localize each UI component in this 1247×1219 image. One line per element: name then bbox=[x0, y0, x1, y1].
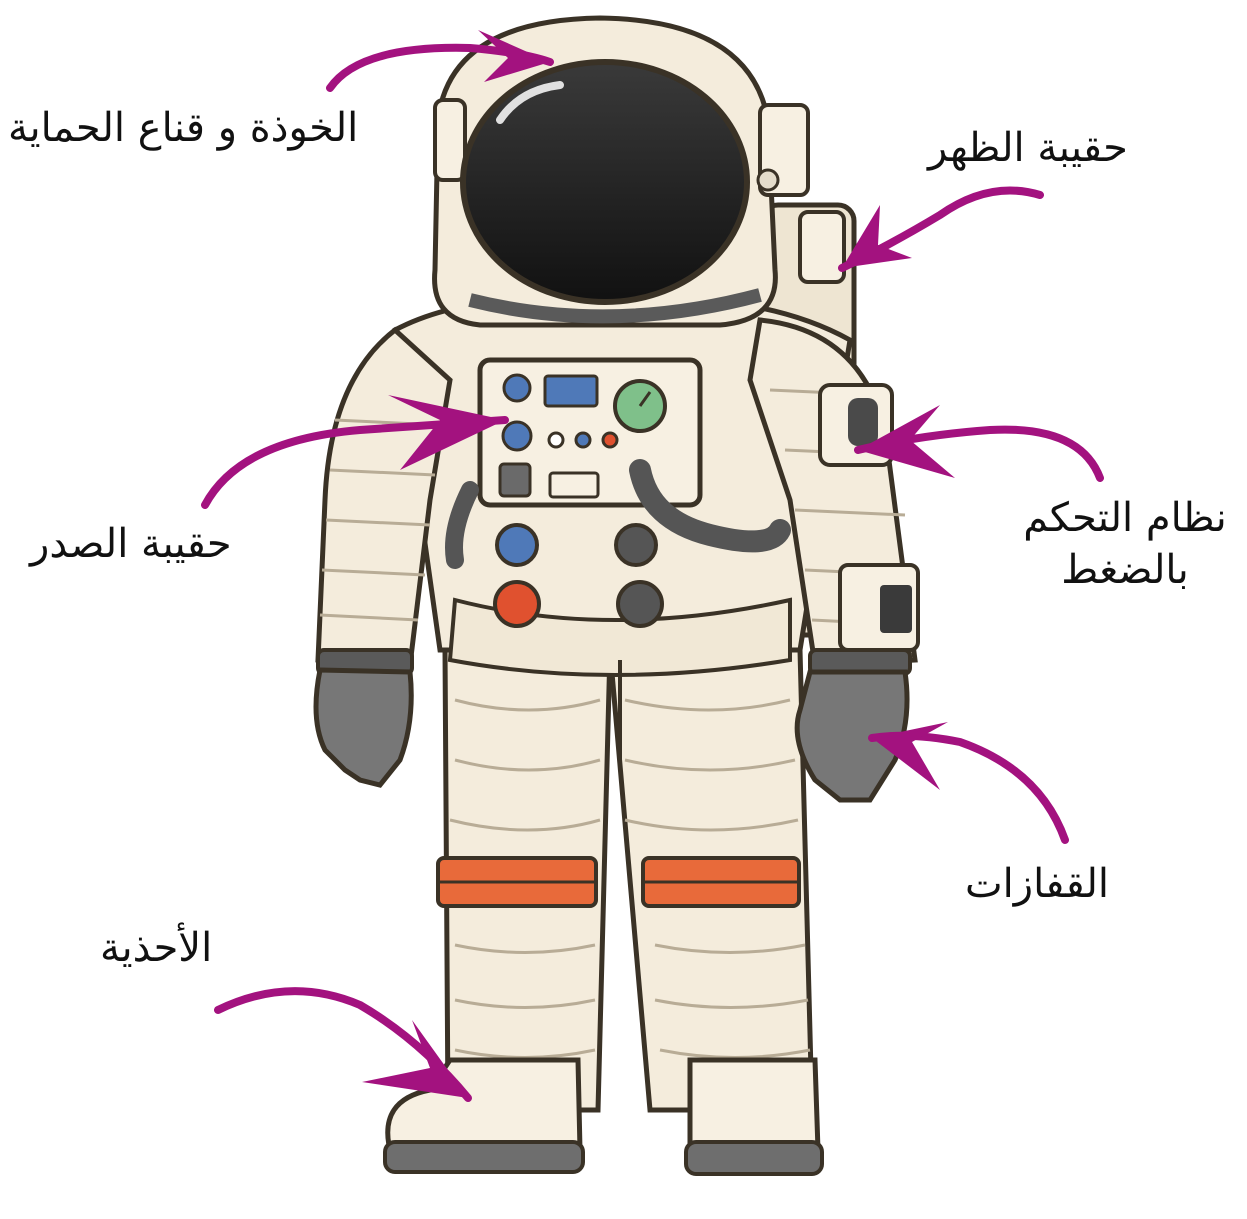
chest-pack-label: حقيبة الصدر bbox=[30, 518, 232, 570]
helmet-label: الخوذة و قناع الحماية bbox=[8, 102, 358, 154]
backpack-label: حقيبة الظهر bbox=[928, 122, 1128, 174]
backpack-arrow bbox=[842, 191, 1040, 269]
boots-label: الأحذية bbox=[100, 922, 212, 974]
pressure-arrow bbox=[858, 405, 1100, 478]
boots-arrow bbox=[218, 991, 468, 1098]
legs bbox=[438, 650, 812, 1110]
visor bbox=[463, 62, 747, 302]
gloves-arrow bbox=[872, 722, 1065, 840]
gloves-label: القفازات bbox=[965, 858, 1109, 910]
pressure-control-label: نظام التحكم بالضغط bbox=[1010, 492, 1240, 596]
helmet bbox=[435, 18, 808, 325]
